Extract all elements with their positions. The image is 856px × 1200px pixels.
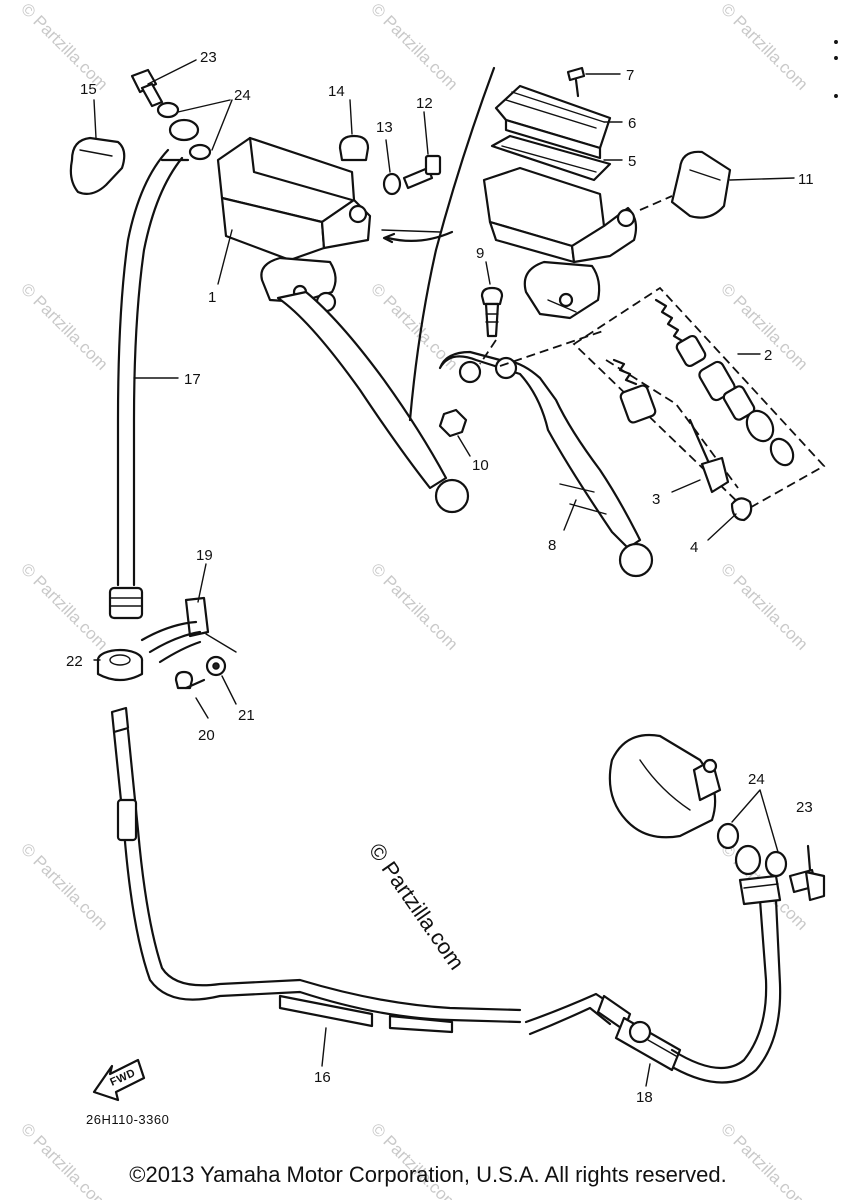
callout-17: 17 (184, 371, 201, 388)
part-1-master-cylinder (216, 136, 470, 514)
callout-12: 12 (416, 95, 433, 112)
watermark-text: © Partzilla.com (717, 559, 811, 653)
part-18-union (596, 874, 782, 1084)
master-cylinder-body-exploded (482, 166, 638, 320)
part-3-push-rod (688, 418, 730, 494)
part-20-bolt (174, 670, 206, 690)
part-10-nut (438, 408, 468, 438)
watermark-text: © Partzilla.com (367, 0, 461, 94)
callout-layer: 23 24 15 14 13 12 1 17 7 6 5 11 9 2 10 3… (66, 49, 814, 1106)
release-cylinder (608, 733, 722, 839)
part-7-screw (566, 66, 586, 98)
part-15-boot (69, 136, 126, 195)
callout-10: 10 (472, 457, 489, 474)
part-2-piston-kit (499, 286, 826, 512)
watermark-text: © Partzilla.com (17, 0, 111, 94)
part-19-hose-guide (140, 596, 237, 664)
callout-8: 8 (548, 537, 556, 554)
part-11-cover (639, 150, 732, 219)
watermark-text: © Partzilla.com (17, 279, 111, 373)
callout-15: 15 (80, 81, 97, 98)
callout-9: 9 (476, 245, 484, 262)
part-5-diaphragm (490, 134, 612, 182)
part-24-washers-top (156, 99, 233, 161)
callout-5: 5 (628, 153, 636, 170)
part-21-nut (205, 655, 227, 677)
callout-24-top: 24 (234, 87, 251, 104)
part-16-hose (110, 706, 622, 1036)
part-22-grommet (96, 648, 144, 682)
part-13-washer (382, 172, 402, 196)
callout-22: 22 (66, 653, 83, 670)
callout-13: 13 (376, 119, 393, 136)
exploded-view-divider (408, 66, 496, 422)
diagram-code: 26H110-3360 (86, 1112, 169, 1127)
part-6-reservoir-cover (494, 84, 612, 160)
watermark-text: © Partzilla.com (717, 0, 811, 94)
callout-7: 7 (626, 67, 634, 84)
callout-23-bottom: 23 (796, 799, 813, 816)
callout-11: 11 (798, 171, 814, 188)
callout-24-bottom: 24 (748, 771, 765, 788)
front-direction-marker: FWD (92, 1058, 146, 1102)
part-14-cap (338, 134, 370, 162)
part-24-washers-bottom (716, 789, 788, 878)
callout-23-top: 23 (200, 49, 217, 66)
part-23-bolt-bottom (788, 844, 826, 902)
copyright-notice: ©2013 Yamaha Motor Corporation, U.S.A. A… (129, 1162, 727, 1187)
callout-6: 6 (628, 115, 636, 132)
callout-20: 20 (198, 727, 215, 744)
part-4-dust-boot (730, 497, 753, 522)
callout-21: 21 (238, 707, 255, 724)
part-23-bolt-top (130, 68, 164, 108)
center-watermark: © Partzilla.com (364, 839, 470, 975)
watermark-text: © Partzilla.com (17, 839, 111, 933)
part-17-hose (108, 148, 190, 620)
callout-4: 4 (690, 539, 698, 556)
callout-14: 14 (328, 83, 345, 100)
watermark-text: © Partzilla.com (367, 559, 461, 653)
part-12-bolt (402, 154, 442, 190)
callout-3: 3 (652, 491, 660, 508)
callout-1: 1 (208, 289, 216, 306)
watermark-text: © Partzilla.com (17, 559, 111, 653)
callout-2: 2 (764, 347, 772, 364)
callout-18: 18 (636, 1089, 653, 1106)
part-8-lever (438, 339, 654, 578)
callout-19: 19 (196, 547, 213, 564)
callout-16: 16 (314, 1069, 331, 1086)
part-9-pivot-bolt (480, 286, 504, 338)
